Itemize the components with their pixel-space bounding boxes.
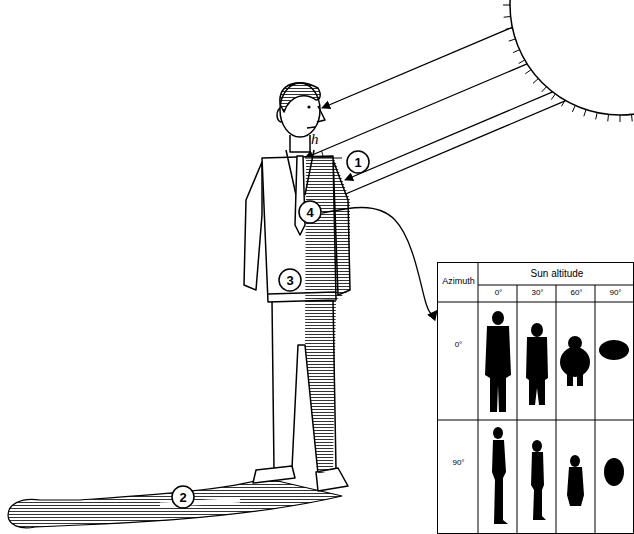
sun-tick: [513, 50, 519, 53]
shoe: [253, 466, 295, 483]
angle-label: h: [311, 131, 319, 148]
callout-outline: [279, 269, 301, 291]
silhouette: [492, 440, 508, 524]
sun-tick: [607, 114, 609, 121]
sun-rays: [305, 27, 566, 204]
sun-ray: [322, 101, 566, 204]
silhouette: [531, 323, 543, 337]
sun-ray: [322, 27, 512, 108]
sun-tick: [572, 105, 575, 111]
callout-outline: [172, 486, 194, 508]
silhouette: [485, 326, 511, 412]
sun-tick: [551, 94, 555, 100]
sun-disc: [510, 0, 634, 115]
table-cell: 90°: [438, 459, 479, 468]
silhouette: [560, 347, 590, 377]
callout-outline: [299, 201, 321, 223]
silhouette: [604, 458, 624, 486]
callout-number: 1: [346, 150, 370, 174]
grid-line: [556, 285, 557, 534]
table-cell: 90°: [596, 289, 634, 298]
sun-tick: [519, 60, 525, 64]
silhouette: [570, 455, 580, 467]
callout-number: 3: [278, 268, 302, 292]
silhouette: [599, 340, 629, 360]
callout-number: 4: [298, 200, 322, 224]
sun-tick: [620, 115, 621, 122]
angle-arc: [322, 151, 323, 158]
tie: [295, 156, 305, 235]
callout-circle: 3: [278, 268, 302, 292]
table-cell: Azimuth: [438, 277, 479, 287]
sun-ticks: [503, 0, 634, 122]
arm: [244, 162, 262, 290]
man-figure: [244, 83, 350, 491]
leader-arrow: [322, 208, 437, 315]
callout-circle: 1: [346, 150, 370, 174]
table-grid: [437, 262, 634, 534]
table-cell: Sun altitude: [479, 268, 634, 279]
callout-circle: 2: [171, 485, 195, 509]
sun-tick: [509, 39, 516, 41]
callout-circle: 4: [298, 200, 322, 224]
sun-tick: [542, 87, 547, 92]
sun-ray: [305, 64, 527, 158]
callout-number: 2: [171, 485, 195, 509]
grid-line: [517, 285, 518, 534]
sun-tick: [533, 79, 538, 84]
shadow: [8, 478, 342, 528]
table-cell: 0°: [438, 341, 479, 350]
hair: [280, 83, 320, 112]
sun-tick: [584, 110, 586, 117]
altitude-angle: [305, 151, 342, 158]
grid-line: [437, 420, 634, 421]
callout-outline: [347, 151, 369, 173]
shadow-shape: [8, 478, 342, 528]
sun-ray: [345, 92, 553, 180]
table-cell: 30°: [518, 289, 557, 298]
shadow-silhouettes: [485, 311, 629, 524]
mouth: [307, 127, 315, 128]
grid-line: [595, 285, 596, 534]
nose: [317, 106, 325, 122]
sun-tick: [631, 114, 633, 121]
table-cell: 60°: [557, 289, 596, 298]
head: [280, 83, 320, 137]
table-box: AzimuthSun altitude0°30°60°90°0°90°: [437, 262, 634, 534]
table-cell: 0°: [479, 289, 518, 298]
grid-line: [478, 262, 479, 534]
silhouette: [532, 440, 542, 452]
silhouette: [531, 452, 546, 520]
silhouette: [567, 372, 583, 386]
sun-tick: [525, 70, 531, 74]
eye: [307, 105, 310, 108]
sun-tick: [596, 113, 597, 120]
sun-tick: [504, 16, 511, 18]
sun-tick: [503, 5, 510, 6]
sun: [503, 0, 634, 122]
silhouette: [492, 311, 504, 325]
silhouette: [567, 467, 584, 506]
silhouette: [526, 337, 548, 405]
silhouette: [493, 427, 503, 439]
grid-line: [437, 302, 634, 303]
